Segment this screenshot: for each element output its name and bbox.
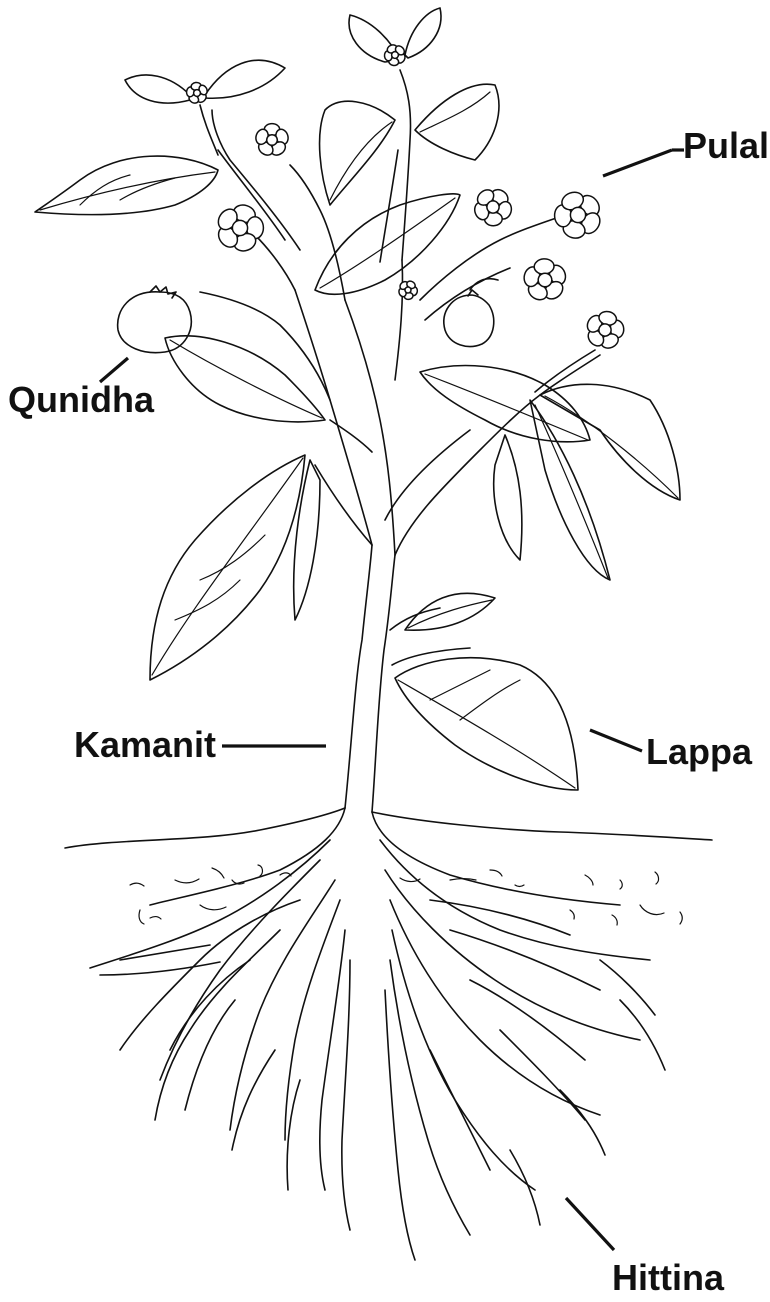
label-text-kamanit: Kamanit xyxy=(74,724,216,765)
label-pulal: Pulal xyxy=(603,125,769,176)
flowers xyxy=(186,43,625,350)
flower xyxy=(254,124,290,158)
label-text-hittina: Hittina xyxy=(612,1257,725,1298)
flower xyxy=(398,280,419,300)
flower xyxy=(584,310,624,351)
leader-pulal xyxy=(603,150,672,176)
label-kamanit: Kamanit xyxy=(74,724,326,765)
leaf-top-left xyxy=(35,156,218,215)
main-stem xyxy=(200,70,600,812)
fruits xyxy=(118,279,498,353)
label-text-lappa: Lappa xyxy=(646,731,753,772)
fruit-qunidha xyxy=(118,292,192,353)
roots xyxy=(90,808,665,1260)
soil-specks xyxy=(130,865,682,925)
flower xyxy=(472,187,513,226)
label-lappa: Lappa xyxy=(590,730,753,772)
flower xyxy=(554,189,604,240)
label-hittina: Hittina xyxy=(566,1198,725,1298)
leader-hittina xyxy=(566,1198,614,1250)
label-text-qunidha: Qunidha xyxy=(8,379,155,420)
label-qunidha: Qunidha xyxy=(8,358,155,420)
label-text-pulal: Pulal xyxy=(683,125,769,166)
flower xyxy=(186,82,209,105)
flower xyxy=(384,43,407,66)
flower xyxy=(522,258,568,303)
leaf-left-lower xyxy=(150,455,305,680)
flower xyxy=(215,202,264,253)
leader-lappa xyxy=(590,730,642,751)
leaf-center-large xyxy=(315,194,460,294)
leaf-lappa xyxy=(395,658,578,790)
ground-line xyxy=(65,808,712,848)
